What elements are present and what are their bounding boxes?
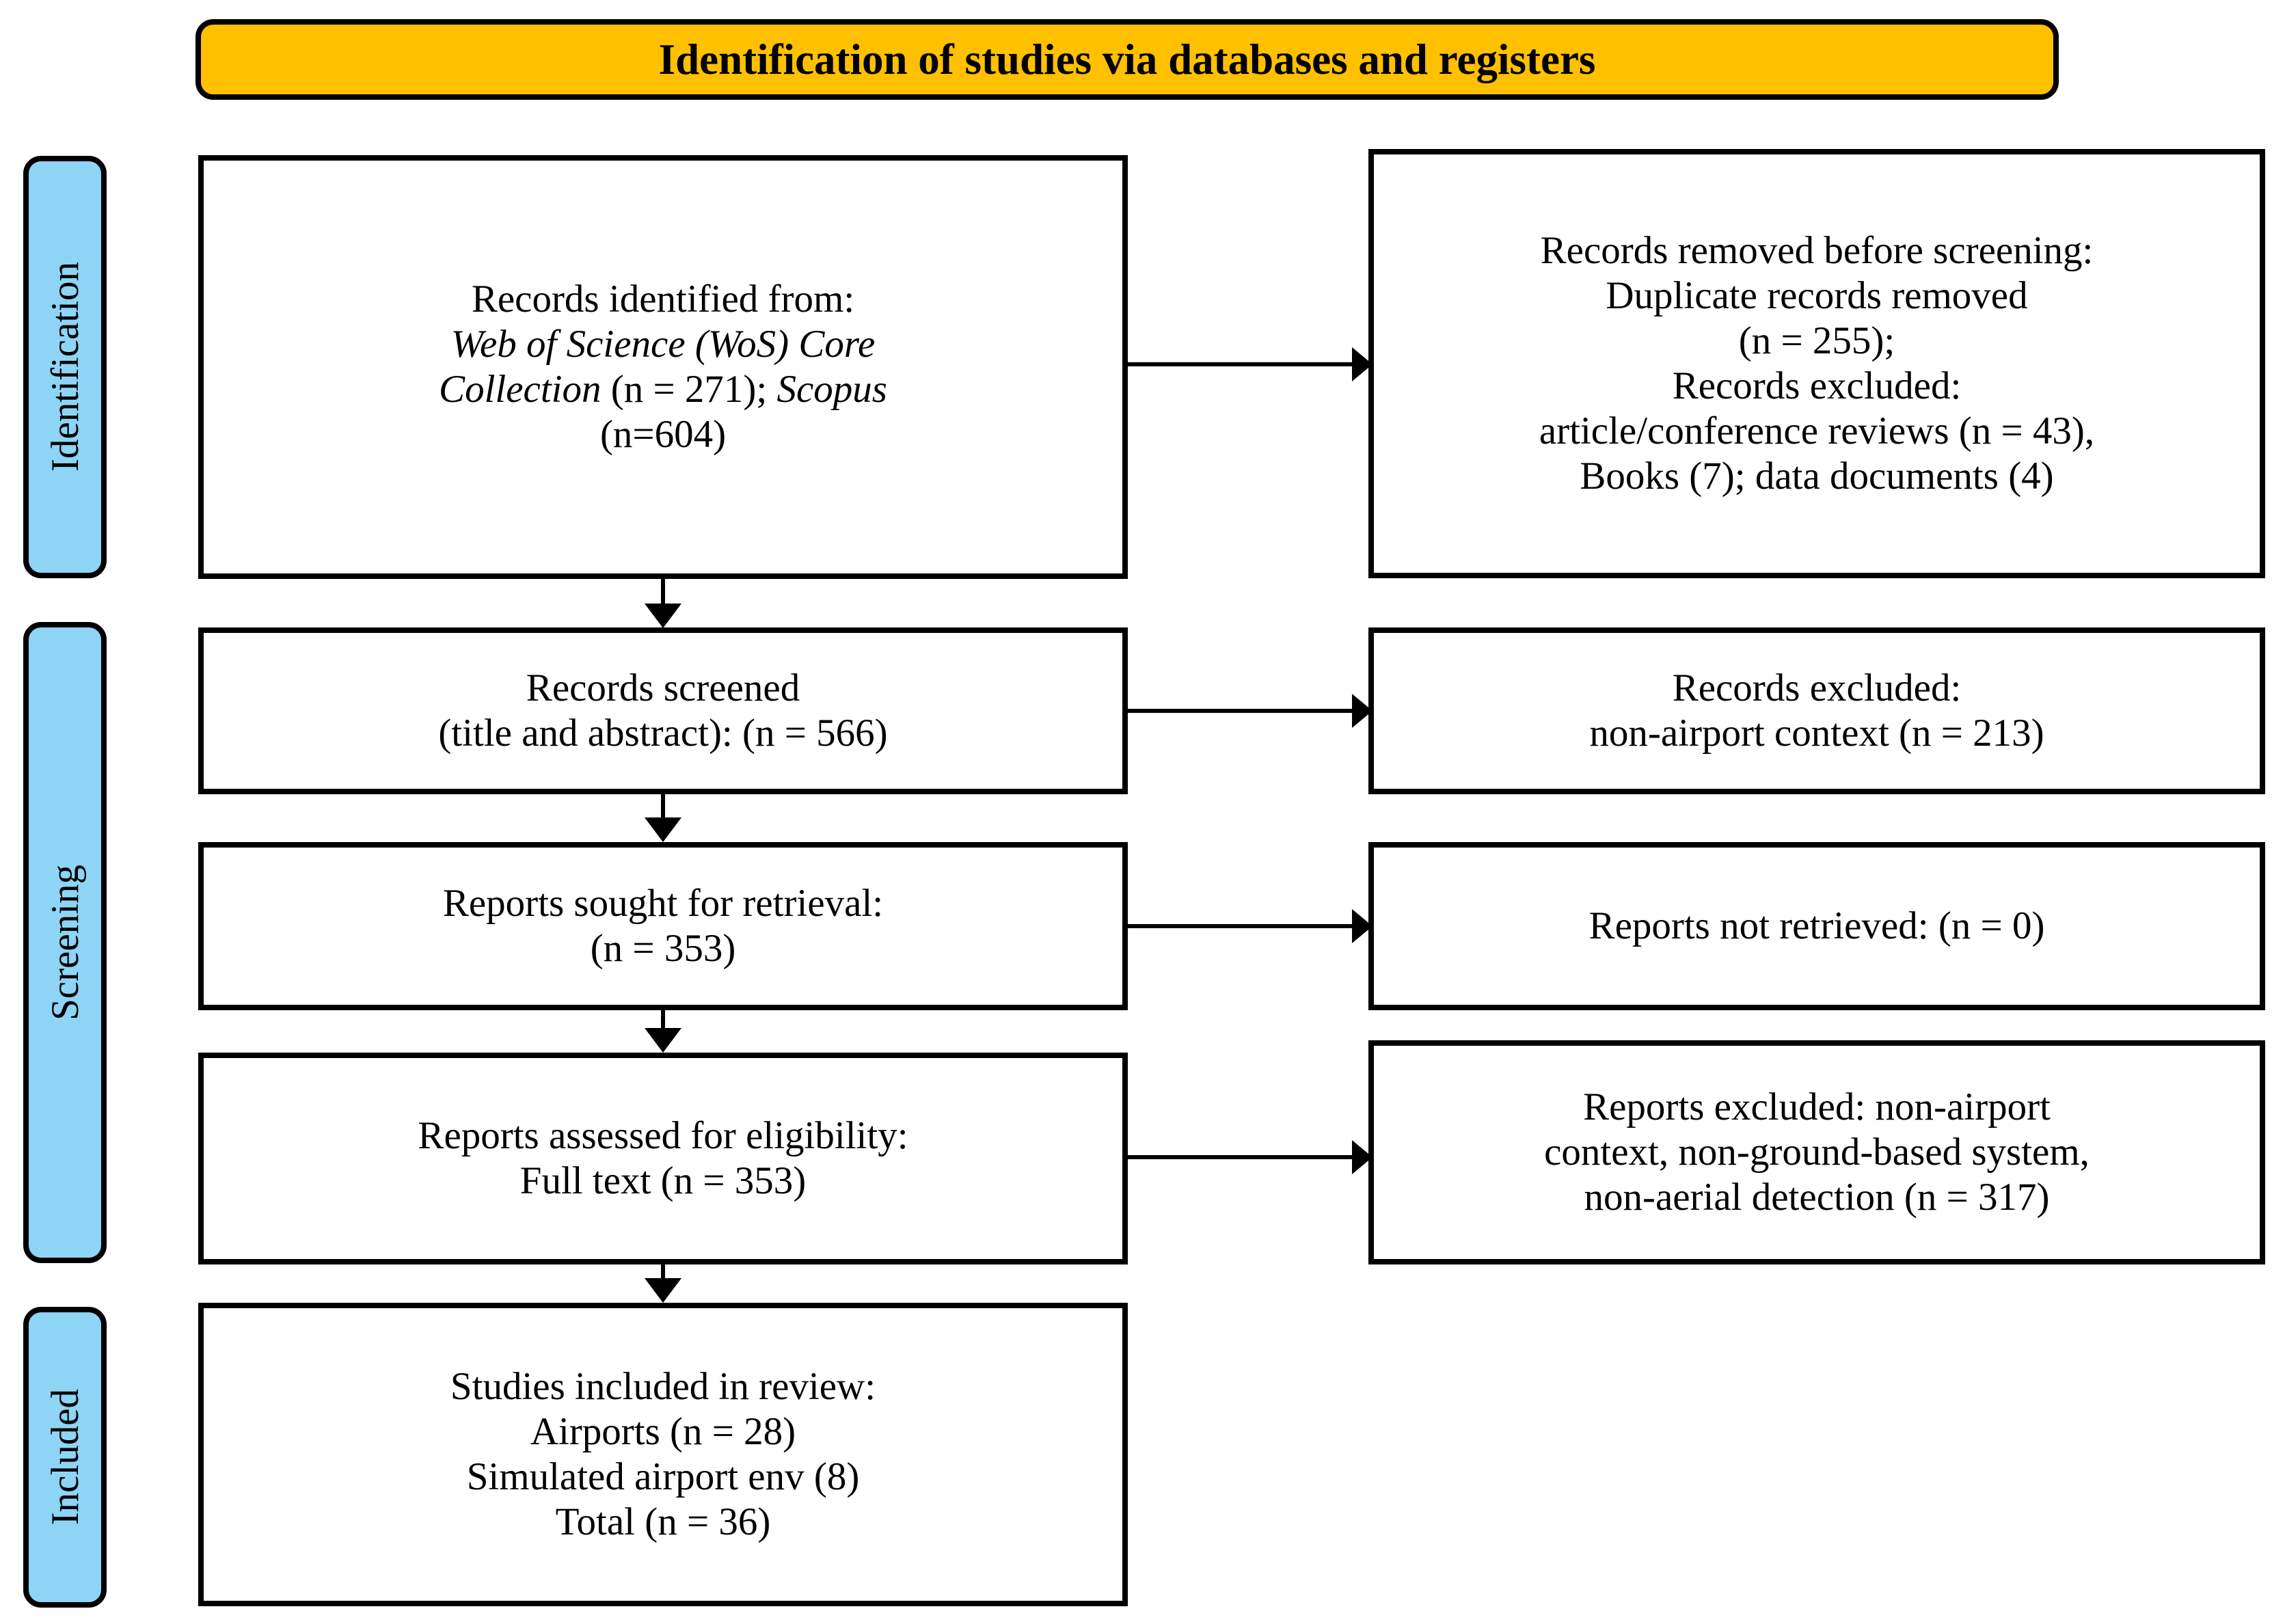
node-reports-excluded-line-1: Reports excluded: non-airport: [1583, 1085, 2051, 1128]
node-reports-assessed-line-2: Full text (n = 353): [519, 1159, 807, 1202]
node-records-excluded-screening-line-1: Records excluded:: [1672, 666, 1962, 709]
node-reports-assessed-line-1: Reports assessed for eligibility:: [418, 1113, 908, 1157]
node-records-removed-line-3: (n = 255);: [1738, 319, 1895, 362]
arrow-identified-to-screened: [645, 579, 681, 628]
node-records-identified: Records identified from: Web of Science …: [198, 155, 1128, 579]
arrow-screened-to-excluded: [1128, 694, 1373, 728]
node-records-identified-line-3: Collection (n = 271); Scopus: [439, 367, 887, 412]
node-reports-excluded-line-3: non-aerial detection (n = 317): [1584, 1176, 2050, 1219]
node-records-removed-line-2: Duplicate records removed: [1606, 273, 2028, 317]
node-records-identified-line-2: Web of Science (WoS) Core: [450, 322, 876, 366]
node-reports-sought-line-2: (n = 353): [590, 927, 736, 970]
node-reports-not-retrieved: Reports not retrieved: (n = 0): [1368, 842, 2265, 1010]
node-records-excluded-screening: Records excluded: non-airport context (n…: [1368, 627, 2265, 794]
node-records-removed-line-5: article/conference reviews (n = 43),: [1539, 409, 2095, 453]
arrow-sought-to-not-retrieved: [1128, 909, 1373, 943]
node-records-identified-line-4: (n=604): [599, 413, 727, 457]
arrow-assessed-to-included: [645, 1264, 681, 1303]
node-records-removed: Records removed before screening: Duplic…: [1368, 149, 2265, 578]
node-studies-included-line-2: Airports (n = 28): [530, 1409, 796, 1453]
arrow-screened-to-sought: [645, 794, 681, 842]
diagram-title-banner: Identification of studies via databases …: [195, 19, 2059, 100]
node-records-removed-line-6: Books (7); data documents (4): [1580, 455, 2054, 498]
node-reports-sought-line-1: Reports sought for retrieval:: [442, 881, 884, 925]
arrow-assessed-to-excluded: [1128, 1140, 1373, 1174]
node-studies-included-line-1: Studies included in review:: [450, 1364, 876, 1408]
diagram-title: Identification of studies via databases …: [658, 35, 1596, 83]
node-records-excluded-screening-line-2: non-airport context (n = 213): [1589, 712, 2044, 755]
node-reports-not-retrieved-line-1: Reports not retrieved: (n = 0): [1588, 904, 2045, 947]
node-reports-excluded: Reports excluded: non-airport context, n…: [1368, 1040, 2265, 1264]
node-records-removed-line-4: Records excluded:: [1672, 364, 1962, 407]
source-scopus-italic: Scopus: [776, 368, 887, 411]
arrow-sought-to-assessed: [645, 1010, 681, 1053]
node-records-removed-line-1: Records removed before screening:: [1540, 228, 2094, 272]
stage-label-screening: Screening: [23, 622, 107, 1263]
node-studies-included-line-3: Simulated airport env (8): [466, 1455, 860, 1498]
node-records-screened: Records screened (title and abstract): (…: [198, 627, 1128, 794]
stage-label-included: Included: [23, 1307, 107, 1608]
stage-label-identification-text: Identification: [43, 262, 87, 472]
node-studies-included-line-4: Total (n = 36): [555, 1500, 771, 1544]
source-collection-count: (n = 271);: [601, 368, 777, 411]
arrow-identified-to-removed: [1128, 347, 1373, 381]
stage-label-screening-text: Screening: [43, 865, 87, 1020]
node-records-identified-line-1: Records identified from:: [471, 277, 855, 321]
node-records-screened-line-2: (title and abstract): (n = 566): [438, 712, 888, 755]
node-reports-sought: Reports sought for retrieval: (n = 353): [198, 842, 1128, 1010]
node-reports-assessed: Reports assessed for eligibility: Full t…: [198, 1053, 1128, 1264]
source-collection-italic: Collection: [439, 368, 601, 411]
stage-label-included-text: Included: [43, 1389, 87, 1526]
node-studies-included: Studies included in review: Airports (n …: [198, 1303, 1128, 1606]
node-reports-excluded-line-2: context, non-ground-based system,: [1544, 1130, 2090, 1174]
stage-label-identification: Identification: [23, 156, 107, 578]
node-records-screened-line-1: Records screened: [526, 666, 800, 709]
